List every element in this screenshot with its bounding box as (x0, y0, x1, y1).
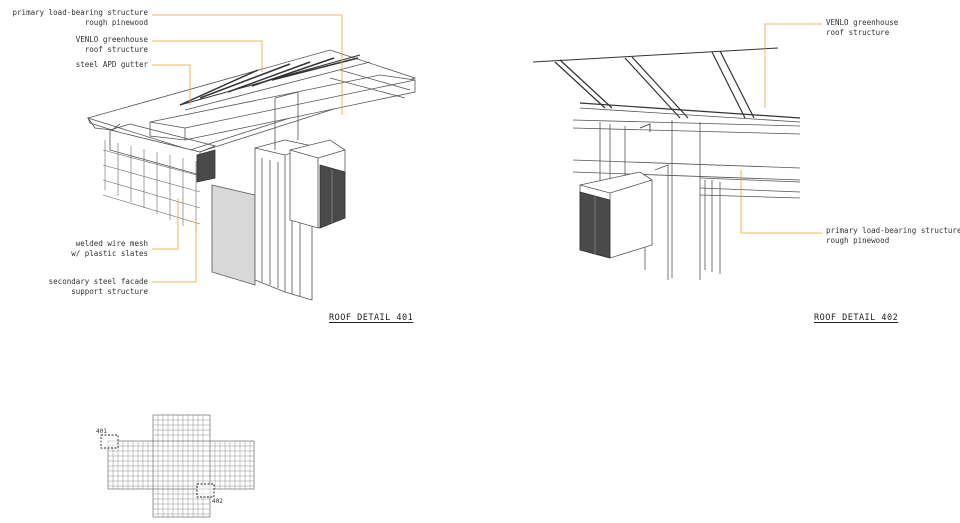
key-plan-marker-401: 401 (96, 428, 107, 435)
detail-401-leaders (152, 14, 343, 283)
key-plan-marker-402: 402 (212, 498, 223, 505)
label-401-primary-structure: primary load-bearing structure rough pin… (12, 8, 148, 27)
detail-402-drawing (532, 47, 801, 280)
title-roof-detail-401: ROOF DETAIL 401 (329, 313, 414, 323)
label-401-venlo-roof: VENLO greenhouse roof structure (75, 35, 148, 54)
label-401-wire-mesh: welded wire mesh w/ plastic slates (71, 239, 148, 258)
label-402-venlo-roof: VENLO greenhouse roof structure (826, 18, 899, 37)
label-401-facade-support: secondary steel facade support structure (48, 277, 148, 296)
label-402-primary-structure: primary load-bearing structure rough pin… (826, 226, 960, 245)
key-plan (100, 414, 255, 518)
detail-402-leaders (740, 23, 822, 234)
label-401-gutter: steel APD gutter (75, 60, 148, 69)
title-roof-detail-402: ROOF DETAIL 402 (814, 313, 899, 323)
detail-401-drawing (86, 49, 417, 301)
